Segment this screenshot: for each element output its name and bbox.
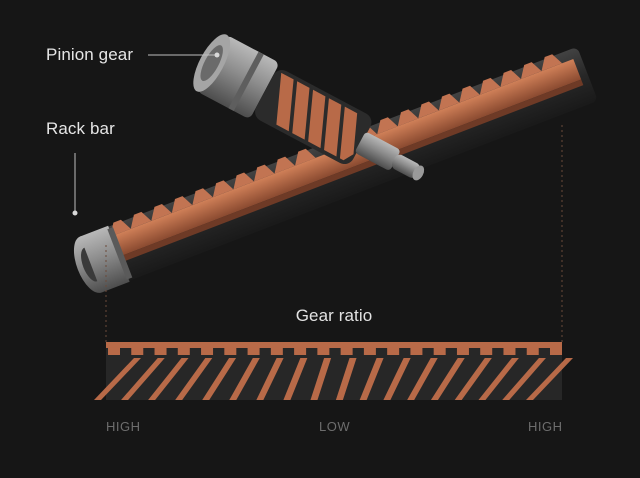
ratio-slash bbox=[310, 358, 332, 400]
ratio-tick-middle: LOW bbox=[319, 419, 351, 434]
ratio-tooth bbox=[294, 348, 307, 355]
ratio-tooth bbox=[526, 348, 539, 355]
ratio-slash bbox=[256, 358, 284, 400]
ratio-slash bbox=[94, 358, 141, 400]
ratio-slash bbox=[283, 358, 308, 400]
ratio-tooth bbox=[480, 348, 493, 355]
ratio-slash bbox=[430, 358, 465, 400]
rack-bar-label: Rack bar bbox=[46, 119, 115, 138]
ratio-slash bbox=[478, 358, 519, 400]
ratio-tooth bbox=[201, 348, 214, 355]
ratio-tooth bbox=[317, 348, 330, 355]
ratio-tick-right: HIGH bbox=[528, 419, 563, 434]
ratio-tooth bbox=[131, 348, 144, 355]
rack-end-cap bbox=[73, 225, 133, 293]
ratio-tooth bbox=[433, 348, 446, 355]
pinion-gear-label: Pinion gear bbox=[46, 45, 134, 64]
gear-ratio-strip bbox=[94, 342, 573, 400]
ratio-slash bbox=[454, 358, 492, 400]
ratio-slash bbox=[148, 358, 189, 400]
ratio-tooth bbox=[387, 348, 400, 355]
ratio-tick-left: HIGH bbox=[106, 419, 141, 434]
ratio-tooth bbox=[410, 348, 423, 355]
ratio-slash bbox=[359, 358, 384, 400]
ratio-slash bbox=[526, 358, 573, 400]
ratio-slash bbox=[202, 358, 237, 400]
ratio-tooth bbox=[503, 348, 516, 355]
ratio-tooth bbox=[270, 348, 283, 355]
gear-ratio-title: Gear ratio bbox=[295, 306, 373, 325]
ratio-tooth bbox=[154, 348, 167, 355]
ratio-tooth bbox=[550, 348, 562, 355]
rack-bar bbox=[73, 48, 597, 293]
ratio-tooth bbox=[247, 348, 260, 355]
ratio-comb-teeth bbox=[108, 348, 562, 355]
ratio-tooth bbox=[108, 348, 120, 355]
ratio-tooth bbox=[224, 348, 237, 355]
ratio-tooth bbox=[340, 348, 353, 355]
ratio-slash bbox=[229, 358, 260, 400]
pinion-helical-teeth bbox=[276, 72, 358, 161]
ratio-tooth bbox=[177, 348, 190, 355]
ratio-tooth bbox=[456, 348, 469, 355]
ratio-slash bbox=[383, 358, 411, 400]
ratio-slash bbox=[407, 358, 438, 400]
ratio-slash bbox=[121, 358, 165, 400]
ratio-slash bbox=[502, 358, 546, 400]
ratio-tooth bbox=[363, 348, 376, 355]
ratio-slash bbox=[335, 358, 357, 400]
ratio-slash bbox=[175, 358, 213, 400]
pinion-gear bbox=[193, 34, 425, 181]
ratio-helical-slashes bbox=[94, 358, 573, 400]
pinion-shaft bbox=[355, 132, 400, 170]
